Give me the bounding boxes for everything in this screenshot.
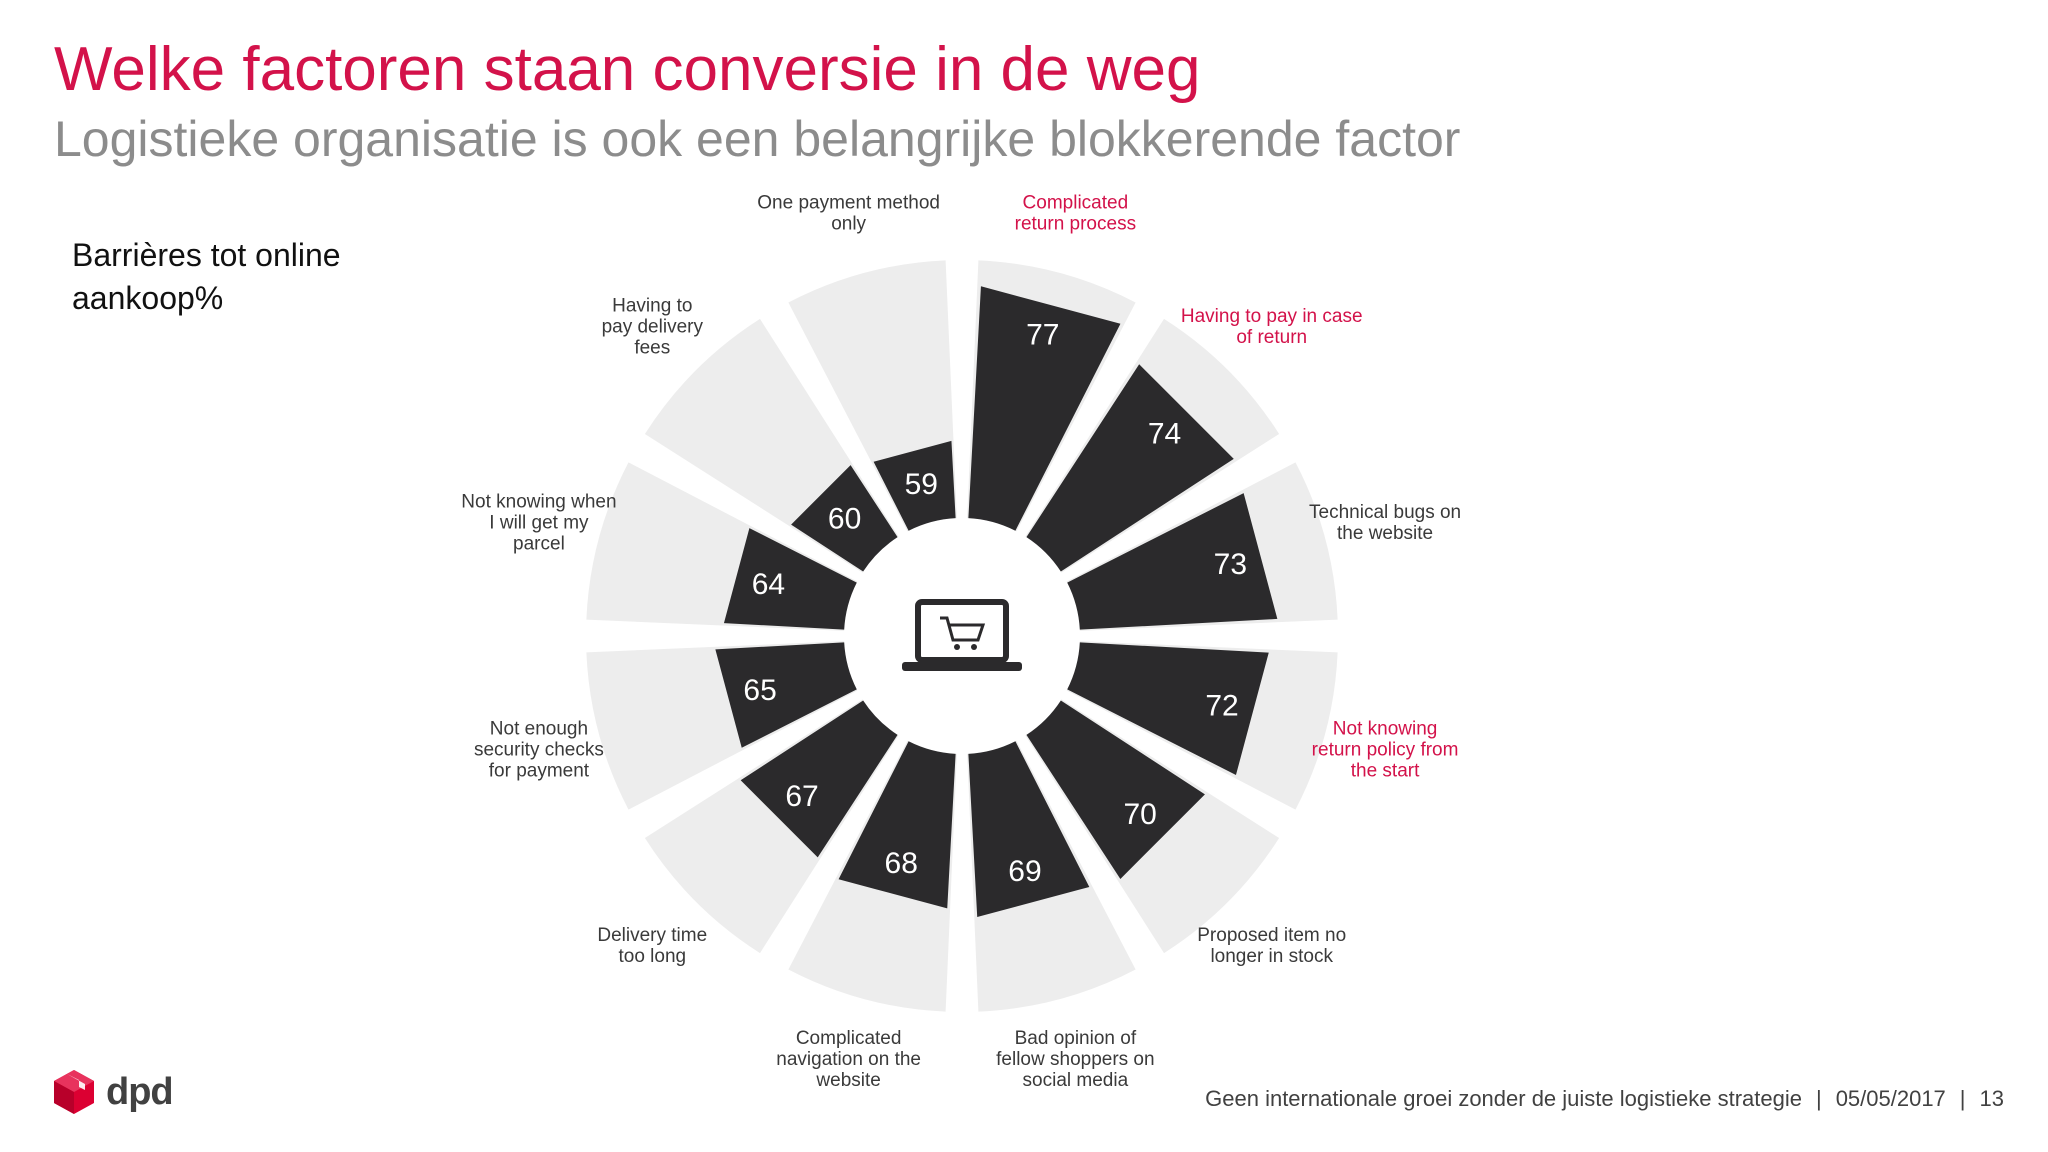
value-label: 74 xyxy=(1148,417,1181,450)
bar-segment xyxy=(1067,493,1278,630)
laptop-cart-icon xyxy=(902,599,1022,671)
logo-text: dpd xyxy=(106,1070,174,1113)
side-label-line-1: Barrières tot online xyxy=(72,237,341,273)
bar-segment xyxy=(968,741,1090,917)
bar-segment xyxy=(723,528,857,630)
bar-segment xyxy=(1026,364,1234,572)
value-label: 73 xyxy=(1214,548,1247,581)
center-circle xyxy=(850,524,1074,748)
slide-title: Welke factoren staan conversie in de weg xyxy=(54,35,1201,104)
footer: Geen internationale groei zonder de juis… xyxy=(1205,1086,2004,1112)
footer-title: Geen internationale groei zonder de juis… xyxy=(1205,1086,1802,1111)
value-label: 64 xyxy=(752,568,785,601)
footer-page-number: 13 xyxy=(1979,1086,2004,1111)
side-label-line-2: aankoop% xyxy=(72,280,224,316)
value-label: 72 xyxy=(1205,690,1238,723)
dpd-cube-icon xyxy=(54,1070,94,1114)
value-label: 59 xyxy=(905,468,938,501)
bar-segment xyxy=(1067,642,1269,775)
bar-segment xyxy=(791,465,898,572)
footer-date: 05/05/2017 xyxy=(1835,1086,1946,1111)
bar-segment xyxy=(968,286,1121,531)
value-label: 67 xyxy=(785,780,818,813)
bar-segment xyxy=(873,440,956,531)
bar-segment xyxy=(715,642,857,748)
value-label: 77 xyxy=(1026,318,1059,351)
value-label: 60 xyxy=(828,503,861,536)
value-label: 70 xyxy=(1124,798,1157,831)
bar-segment xyxy=(838,741,956,909)
bar-segment xyxy=(1026,700,1205,879)
dpd-logo: dpd xyxy=(52,1068,174,1116)
bar-segment xyxy=(740,700,898,858)
value-label: 69 xyxy=(1008,855,1041,888)
slide-subtitle: Logistieke organisatie is ook een belang… xyxy=(54,111,1461,167)
footer-separator-2: | xyxy=(1959,1086,1966,1111)
value-label: 68 xyxy=(885,847,918,880)
chart-side-label: Barrières tot online aankoop% xyxy=(72,234,341,320)
footer-separator-1: | xyxy=(1815,1086,1822,1111)
value-label: 65 xyxy=(743,674,776,707)
